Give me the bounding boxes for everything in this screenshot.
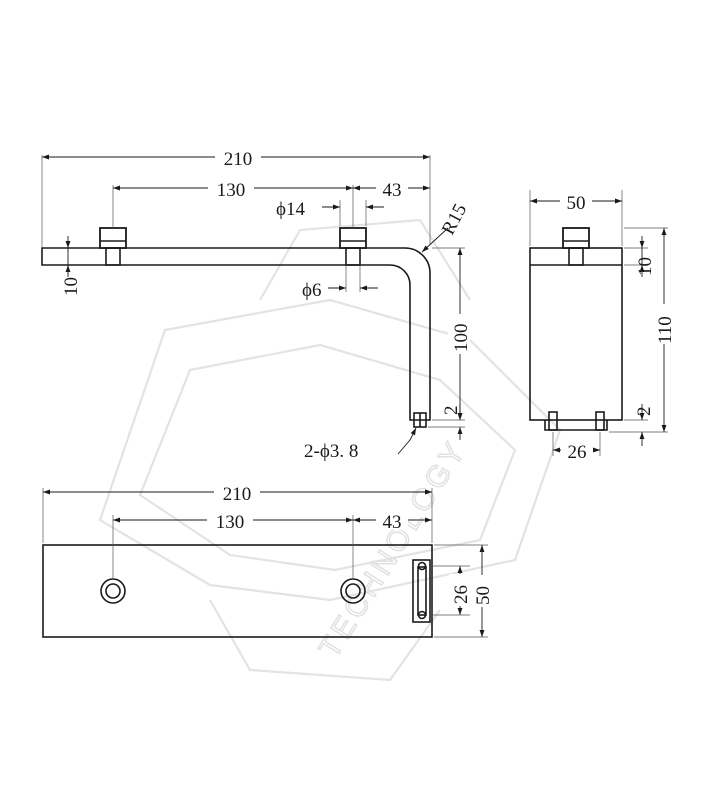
side-body — [529, 247, 623, 421]
dim-top-slot-spacing: 26 — [451, 585, 472, 604]
dim-top-end-offset: 43 — [383, 512, 402, 533]
top-view: 210 130 43 26 50 — [42, 480, 494, 638]
dim-top-hole-spacing: 130 — [216, 512, 245, 533]
left-bolt — [105, 247, 121, 266]
bar-outline — [41, 247, 431, 421]
dim-top-width: 50 — [473, 586, 494, 605]
dim-mount-holes: 2-ϕ3. 8 — [304, 441, 358, 462]
top-hole-left — [100, 578, 126, 604]
top-end-bracket — [412, 559, 431, 623]
top-hole-right — [340, 578, 366, 604]
right-nut — [339, 227, 367, 249]
left-nut — [99, 227, 127, 249]
top-body — [42, 544, 433, 638]
front-view: 210 130 43 ϕ14 ϕ6 R15 10 100 2 2-ϕ — [41, 145, 472, 462]
watermark-text: TECHNOLOGY — [313, 434, 473, 664]
dim-bolt-diameter: ϕ6 — [302, 280, 322, 301]
right-bolt — [345, 247, 361, 266]
dim-side-tip-length: 2 — [634, 407, 655, 417]
dim-side-width: 50 — [567, 193, 586, 214]
side-nut — [562, 227, 590, 249]
dim-side-height: 110 — [655, 316, 676, 344]
side-base-bracket — [544, 420, 608, 431]
dim-drop-height: 100 — [451, 324, 472, 353]
dim-side-top-thickness: 10 — [635, 257, 656, 276]
dim-front-hole-spacing: 130 — [217, 180, 246, 201]
dim-top-overall-length: 210 — [223, 484, 252, 505]
side-view: 50 110 10 2 26 — [529, 189, 676, 463]
dim-front-overall-length: 210 — [224, 149, 253, 170]
dim-nut-diameter: ϕ14 — [276, 199, 306, 220]
dim-bar-thickness: 10 — [61, 277, 82, 296]
dim-front-end-offset: 43 — [383, 180, 402, 201]
dim-front-tip-length: 2 — [441, 406, 462, 416]
dim-side-hole-spacing: 26 — [568, 442, 587, 463]
